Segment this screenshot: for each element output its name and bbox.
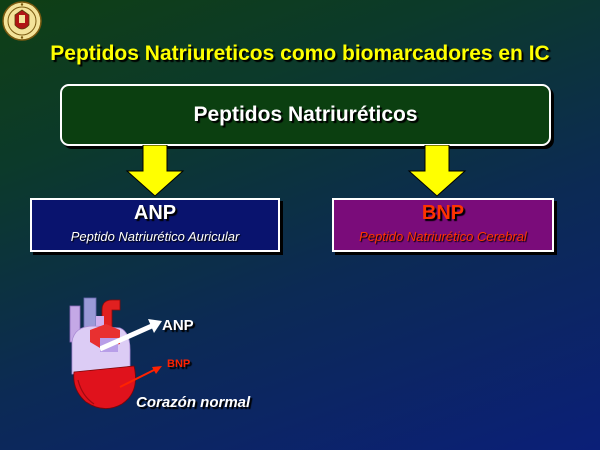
heart-caption: Corazón normal [136, 394, 251, 411]
bnp-box: BNP Peptido Natriurético Cerebral [332, 198, 554, 252]
anp-abbr: ANP [133, 202, 177, 224]
heart-anp-label: ANP [162, 317, 194, 334]
heart-bnp-label: BNP [167, 358, 191, 370]
page-title: Peptidos Natriureticos como biomarcadore… [50, 42, 550, 65]
secretion-arrows [100, 319, 162, 388]
bnp-abbr: BNP [421, 202, 465, 224]
university-seal-icon [2, 1, 42, 41]
main-box-label: Peptidos Natriuréticos [193, 103, 418, 126]
down-arrow-icon [125, 145, 185, 197]
natriuretic-peptides-box: Peptidos Natriuréticos [60, 84, 551, 146]
anp-description: Peptido Natriurético Auricular [70, 229, 240, 244]
bnp-description: Peptido Natriurético Cerebral [359, 229, 527, 244]
down-arrow-icon [407, 145, 467, 197]
anp-box: ANP Peptido Natriurético Auricular [30, 198, 280, 252]
